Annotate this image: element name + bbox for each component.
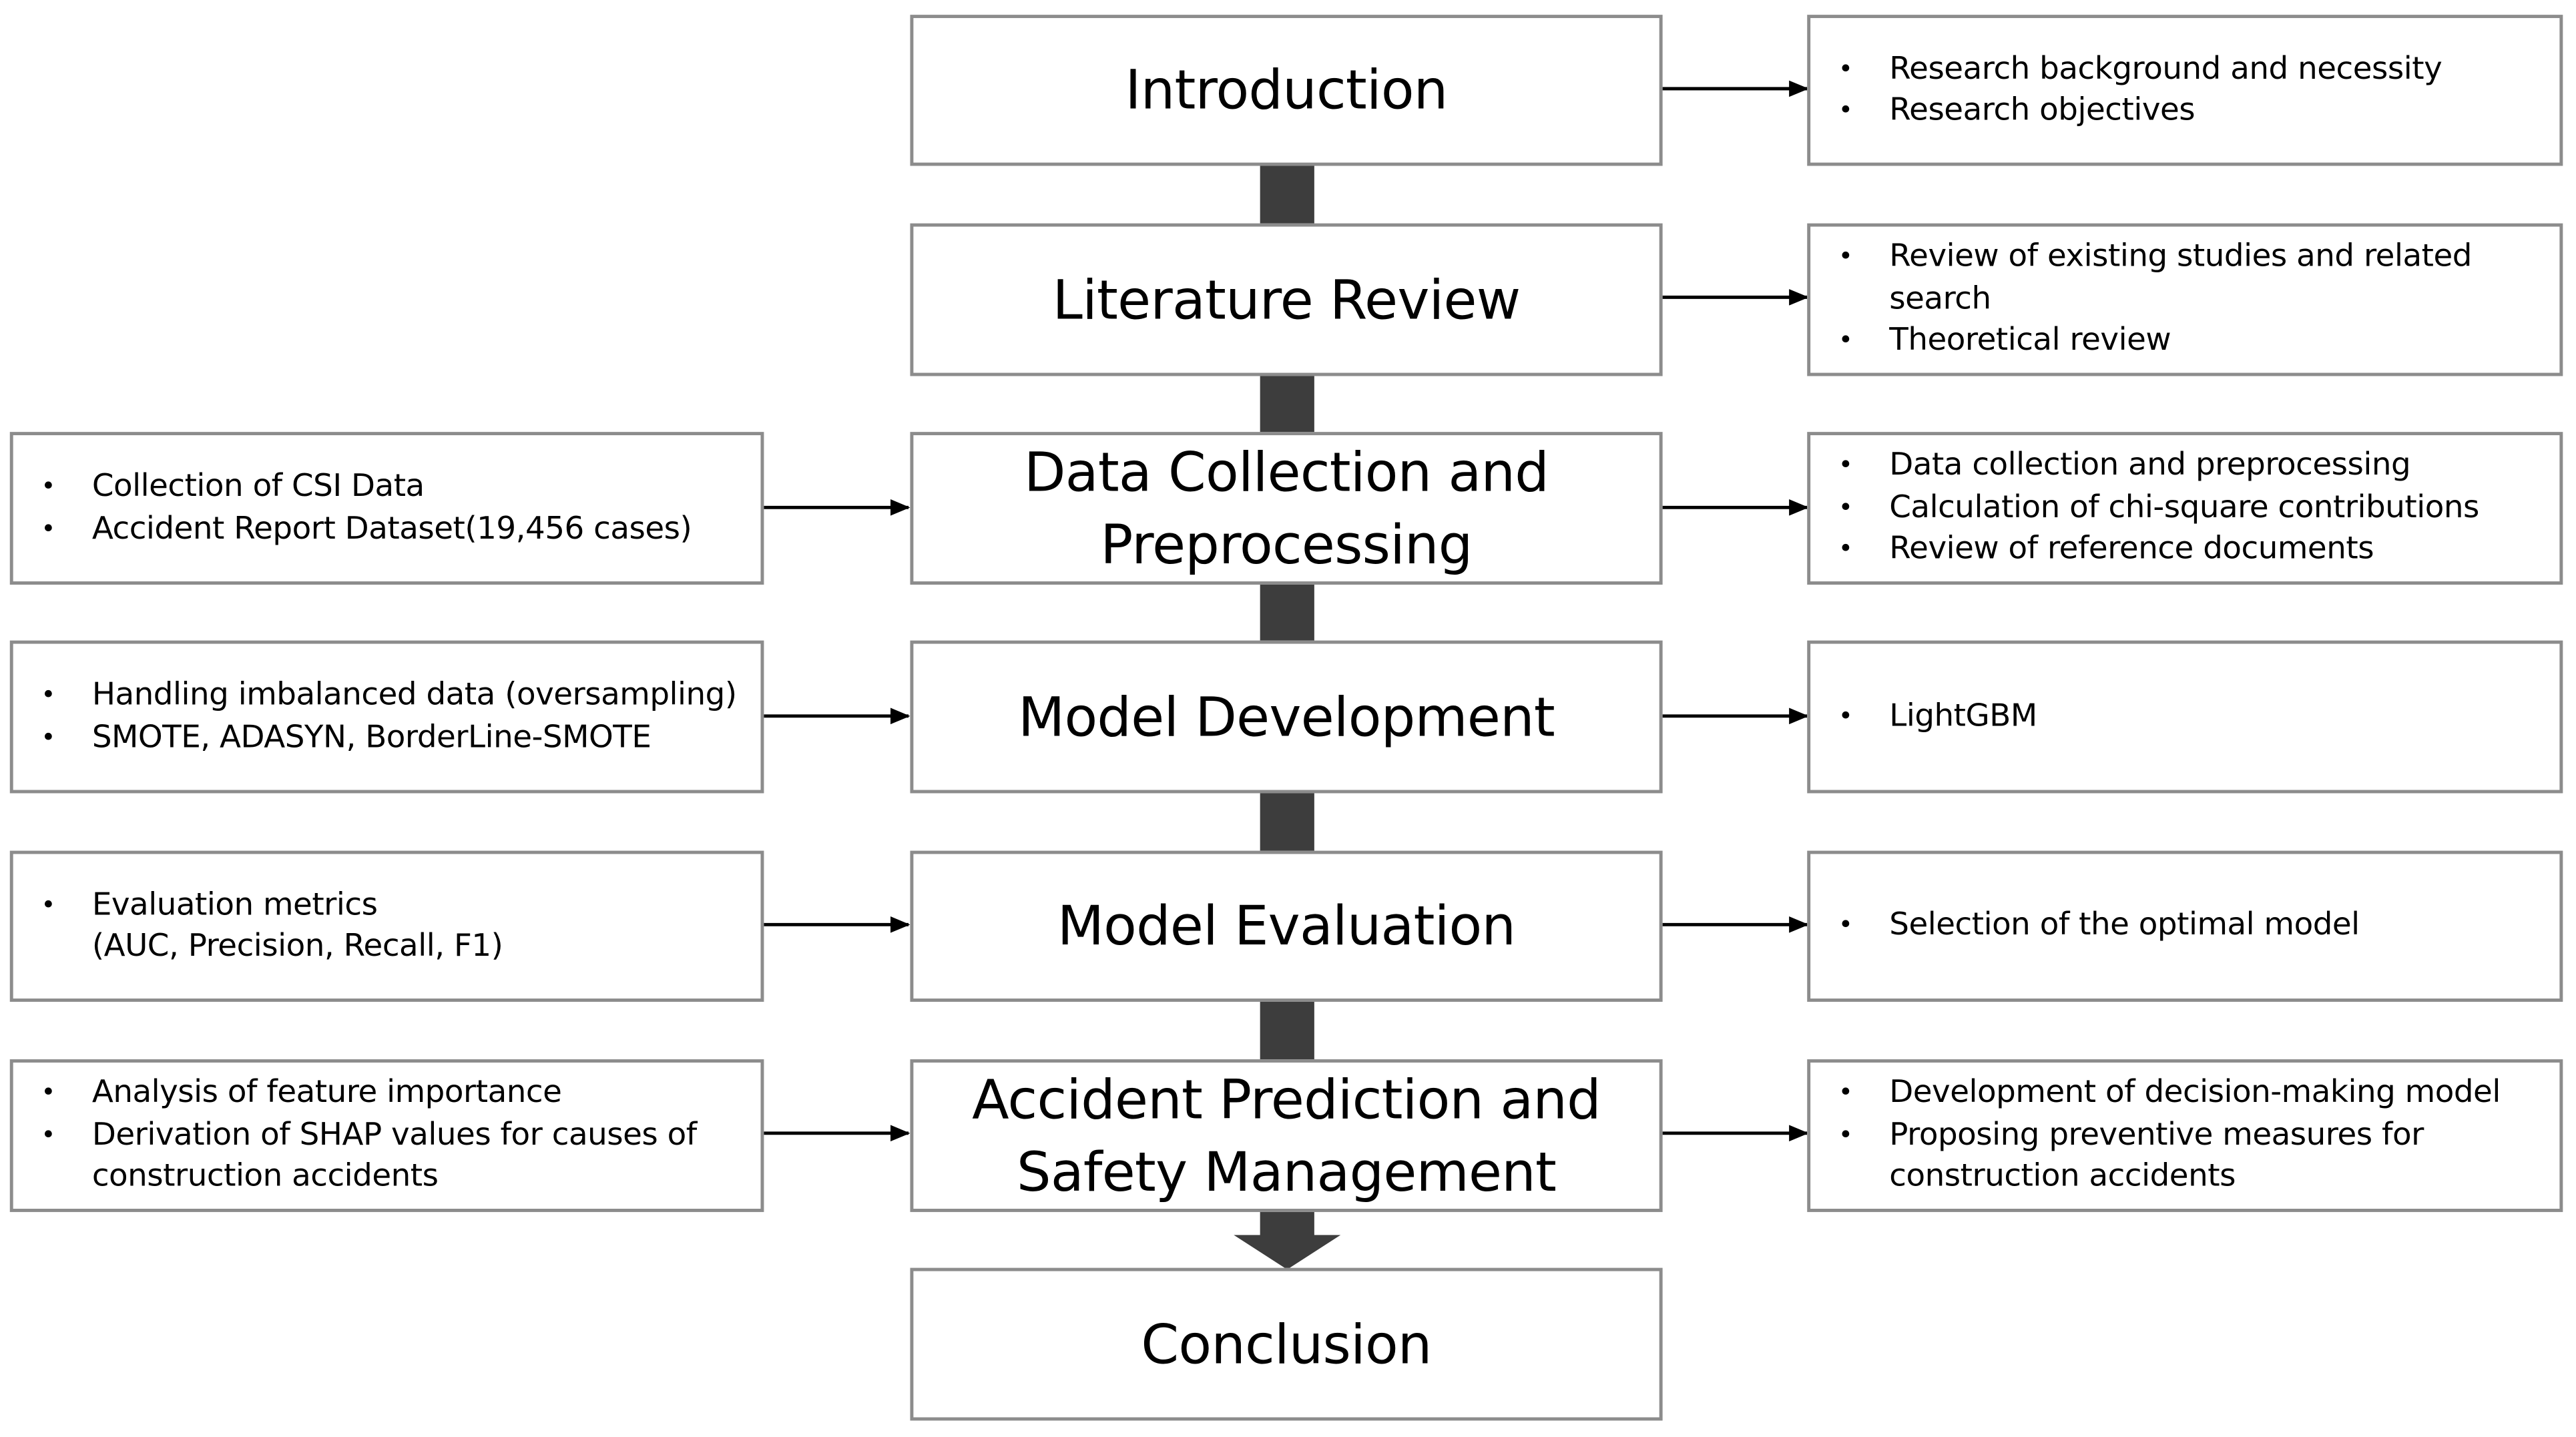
list-item: SMOTE, ADASYN, BorderLine-SMOTE — [13, 717, 748, 759]
list-item: Review of reference documents — [1810, 529, 2547, 571]
note-literature-review: Review of existing studies and related s… — [1807, 223, 2563, 376]
stage-title: Introduction — [1125, 57, 1449, 122]
list-item: Review of existing studies and related s… — [1810, 237, 2547, 320]
note-list: Review of existing studies and related s… — [1810, 237, 2547, 362]
list-item: Proposing preventive measures for constr… — [1810, 1115, 2547, 1198]
list-item: Derivation of SHAP values for causes of … — [13, 1115, 748, 1198]
list-item: Handling imbalanced data (oversampling) — [13, 675, 748, 717]
list-item: Data collection and preprocessing — [1810, 445, 2547, 487]
stage-model-evaluation: Model Evaluation — [910, 850, 1663, 1002]
stage-accident-prediction: Accident Prediction and Safety Managemen… — [910, 1059, 1663, 1212]
stage-title: Data Collection and Preprocessing — [1023, 439, 1549, 576]
list-item: Selection of the optimal model — [1810, 905, 2547, 947]
list-item: LightGBM — [1810, 696, 2547, 738]
connector-bar — [1260, 1000, 1314, 1061]
note-list: LightGBM — [1810, 696, 2547, 738]
stage-title: Accident Prediction and Safety Managemen… — [972, 1067, 1601, 1203]
down-arrow-icon — [1234, 1210, 1341, 1270]
note-list: Research background and necessity Resear… — [1810, 49, 2547, 132]
note-list: Data collection and preprocessing Calcul… — [1810, 445, 2547, 571]
note-model-evaluation: Selection of the optimal model — [1807, 850, 2563, 1002]
stage-literature-review: Literature Review — [910, 223, 1663, 376]
list-item: Collection of CSI Data — [13, 467, 748, 509]
note-data-collection: Data collection and preprocessing Calcul… — [1807, 432, 2563, 585]
note-list: Collection of CSI Data Accident Report D… — [13, 467, 748, 550]
input-note-model-evaluation: Evaluation metrics (AUC, Precision, Reca… — [9, 850, 764, 1002]
list-item: Calculation of chi-square contributions — [1810, 487, 2547, 529]
connector-bar — [1260, 792, 1314, 853]
connector-bar — [1260, 583, 1314, 643]
list-item: Development of decision-making model — [1810, 1073, 2547, 1115]
connector-bar — [1260, 164, 1314, 226]
input-note-model-development: Handling imbalanced data (oversampling) … — [9, 640, 764, 794]
note-model-development: LightGBM — [1807, 640, 2563, 794]
stage-title: Literature Review — [1052, 266, 1521, 331]
input-note-accident-prediction: Analysis of feature importance Derivatio… — [9, 1059, 764, 1212]
list-item: Accident Report Dataset(19,456 cases) — [13, 509, 748, 551]
connector-bar — [1260, 374, 1314, 434]
stage-introduction: Introduction — [910, 15, 1663, 166]
stage-title: Conclusion — [1141, 1311, 1432, 1376]
note-introduction: Research background and necessity Resear… — [1807, 15, 2563, 166]
stage-conclusion: Conclusion — [910, 1267, 1663, 1421]
list-item: Research objectives — [1810, 90, 2547, 132]
note-list: Handling imbalanced data (oversampling) … — [13, 675, 748, 758]
list-item: Theoretical review — [1810, 320, 2547, 362]
note-list: Selection of the optimal model — [1810, 905, 2547, 947]
note-list: Analysis of feature importance Derivatio… — [13, 1073, 748, 1198]
list-item: Research background and necessity — [1810, 49, 2547, 91]
note-list: Evaluation metrics (AUC, Precision, Reca… — [13, 884, 748, 968]
note-list: Development of decision-making model Pro… — [1810, 1073, 2547, 1198]
list-item: Evaluation metrics (AUC, Precision, Reca… — [13, 884, 748, 968]
input-note-data-collection: Collection of CSI Data Accident Report D… — [9, 432, 764, 585]
stage-title: Model Development — [1018, 683, 1555, 748]
stage-model-development: Model Development — [910, 640, 1663, 794]
stage-title: Model Evaluation — [1057, 893, 1516, 958]
list-item: Analysis of feature importance — [13, 1073, 748, 1115]
stage-data-collection: Data Collection and Preprocessing — [910, 432, 1663, 585]
note-accident-prediction: Development of decision-making model Pro… — [1807, 1059, 2563, 1212]
